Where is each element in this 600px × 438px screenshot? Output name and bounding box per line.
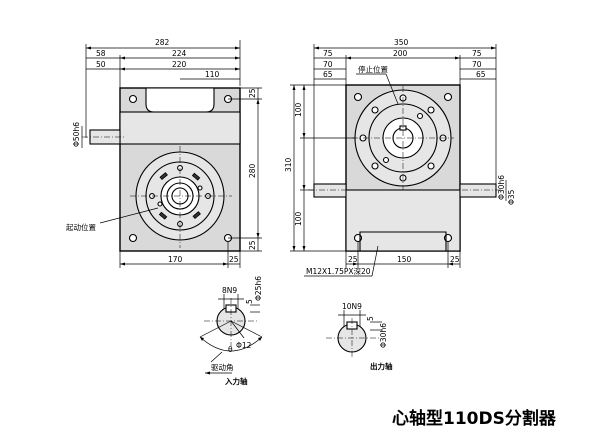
side-dim-70-left: 70 <box>323 60 333 69</box>
input-shaft-detail: 8N9 5 Φ25h6 Φ12 θ 驱动角 入力轴 <box>199 276 263 386</box>
input-shaft-label: 入力轴 <box>224 376 248 386</box>
input-dim-5: 5 <box>245 299 254 304</box>
input-dim-shaft: Φ25h6 <box>254 276 263 301</box>
side-dim-100-top: 100 <box>294 102 303 117</box>
output-shaft-label: 出力轴 <box>370 361 393 371</box>
front-view: 282 224 220 110 58 50 <box>66 38 262 268</box>
front-top-dimensions: 282 224 220 110 58 50 <box>85 38 241 138</box>
front-dim-58: 58 <box>96 49 106 58</box>
drawing-title: 心轴型110DS分割器 <box>392 408 557 429</box>
front-dim-25-top: 25 <box>248 88 257 98</box>
side-dim-100-bottom: 100 <box>294 211 303 226</box>
side-top-dimensions: 350 200 75 75 70 70 65 65 <box>313 38 497 190</box>
thread-note: M12X1.75PX深20 <box>306 267 371 276</box>
side-bottom-dimensions: 25 150 25 <box>345 242 461 268</box>
side-dim-25-left: 25 <box>348 255 358 264</box>
output-key-dim: 10N9 <box>342 302 362 311</box>
side-dim-310: 310 <box>284 157 293 172</box>
label-stop-position: 停止位置 <box>358 64 388 74</box>
side-dim-75-right: 75 <box>472 49 482 58</box>
input-drive-angle-label: 驱动角 <box>211 362 234 372</box>
side-dim-65-right: 65 <box>476 70 486 79</box>
front-right-dimensions: 25 280 25 <box>228 87 262 252</box>
front-dim-280: 280 <box>248 163 257 178</box>
output-shaft-detail: 10N9 5 Φ30h6 出力轴 <box>326 302 393 371</box>
front-dim-224: 224 <box>172 49 187 58</box>
side-dim-75-left: 75 <box>323 49 333 58</box>
front-bottom-dimensions: 170 25 <box>119 242 241 268</box>
output-dim-5: 5 <box>366 316 375 321</box>
front-housing <box>82 87 241 252</box>
front-dim-282: 282 <box>155 38 170 47</box>
side-housing <box>308 84 502 252</box>
front-dim-25-bottom: 25 <box>248 240 257 250</box>
input-dim-dia: Φ12 <box>236 341 252 350</box>
input-theta: θ <box>228 345 233 354</box>
side-dim-shaft-35: Φ35 <box>507 189 516 205</box>
side-dim-65-left: 65 <box>323 70 333 79</box>
label-start-position: 起动位置 <box>66 222 96 232</box>
front-dim-shaft: Φ50h6 <box>72 122 81 147</box>
side-dim-350: 350 <box>394 38 409 47</box>
front-dim-220: 220 <box>172 60 187 69</box>
front-dim-110: 110 <box>205 70 220 79</box>
front-dim-25-bottom-right: 25 <box>229 255 239 264</box>
side-dim-150: 150 <box>397 255 412 264</box>
front-dim-170: 170 <box>168 255 183 264</box>
side-dim-200: 200 <box>393 49 408 58</box>
side-dim-shaft: Φ30h6 <box>497 175 506 200</box>
side-left-dimensions: 100 310 100 <box>284 84 355 252</box>
side-view: 350 200 75 75 70 70 65 65 <box>284 38 516 277</box>
side-dim-25-right: 25 <box>450 255 460 264</box>
side-dim-70-right: 70 <box>472 60 482 69</box>
front-dim-50: 50 <box>96 60 106 69</box>
output-dim-shaft: Φ30h6 <box>379 323 388 348</box>
input-key-dim: 8N9 <box>222 286 237 295</box>
